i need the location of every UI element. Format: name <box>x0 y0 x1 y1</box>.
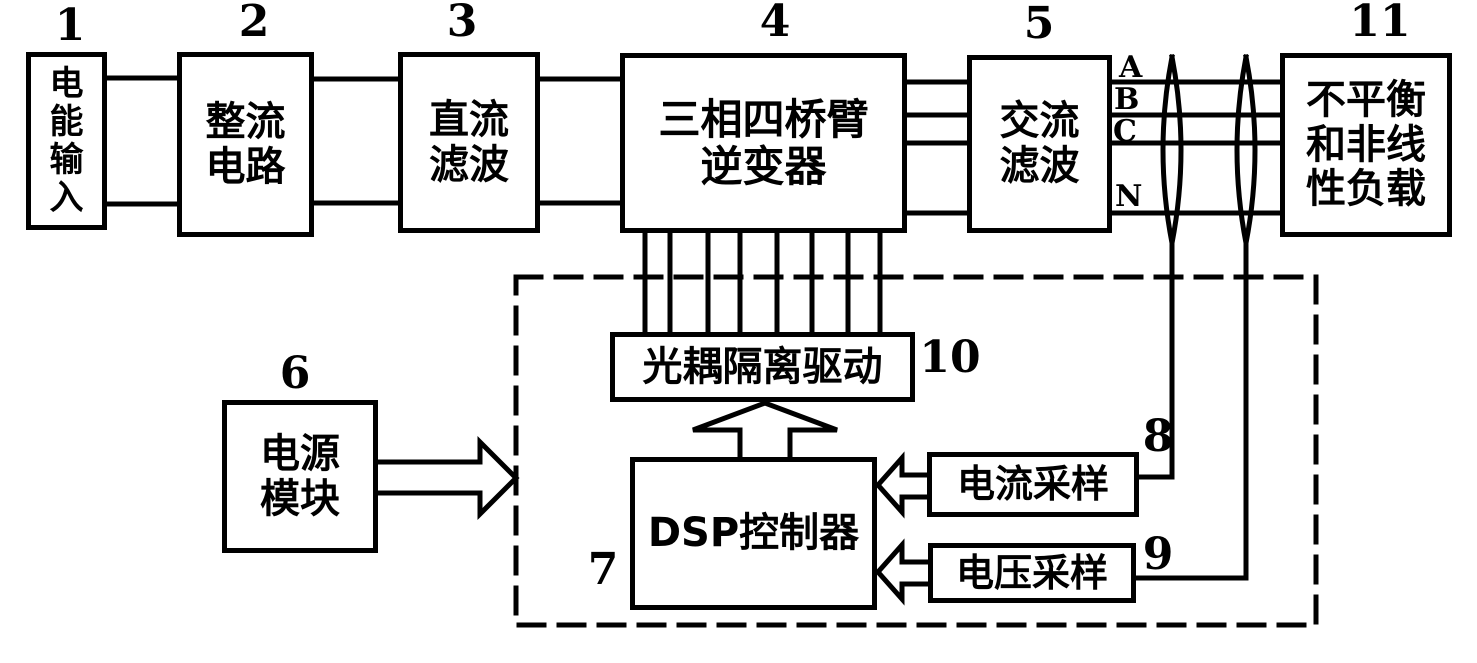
block-current-sampling-label: 电流采样 <box>956 462 1109 507</box>
phase-c-label: C <box>1113 114 1137 149</box>
ac-bus-wires <box>904 79 1283 216</box>
numeral-power-input: 1 <box>54 0 86 51</box>
block-dc-filter: 直流滤波 <box>398 52 540 233</box>
numeral-opto-driver: 10 <box>919 332 981 383</box>
numeral-rectifier: 2 <box>238 0 270 47</box>
gate-drive-arrow <box>692 400 838 462</box>
phase-a-label: A <box>1119 50 1143 85</box>
block-opto-driver: 光耦隔离驱动 <box>610 332 915 402</box>
block-voltage-sampling: 电压采样 <box>928 543 1136 603</box>
block-dc-filter-label: 直流滤波 <box>429 96 509 188</box>
block-rectifier: 整流电路 <box>177 52 314 237</box>
control-boundary-box <box>513 274 1319 628</box>
block-dsp-controller: DSP控制器 <box>630 457 877 610</box>
dc-bus-wires <box>104 75 623 207</box>
block-load-label: 不平衡和非线性负载 <box>1306 76 1426 213</box>
block-power-module-label: 电源模块 <box>260 430 340 522</box>
block-power-input: 电能输入 <box>26 52 107 230</box>
block-opto-driver-label: 光耦隔离驱动 <box>642 343 883 390</box>
block-rectifier-label: 整流电路 <box>205 98 286 190</box>
power-supply-arrow <box>377 435 520 521</box>
phase-b-label: B <box>1114 82 1140 117</box>
block-power-module: 电源模块 <box>222 400 378 553</box>
current-sense-wire <box>1135 240 1175 480</box>
block-ac-filter: 交流滤波 <box>967 55 1112 233</box>
numeral-inverter: 4 <box>759 0 791 47</box>
numeral-power-module: 6 <box>279 348 311 399</box>
block-voltage-sampling-label: 电压采样 <box>955 550 1108 595</box>
numeral-voltage-sampling: 9 <box>1142 529 1174 580</box>
neutral-label: N <box>1115 179 1143 214</box>
block-inverter-label: 三相四桥臂逆变器 <box>658 94 869 191</box>
block-ac-filter-label: 交流滤波 <box>999 98 1080 189</box>
block-current-sampling: 电流采样 <box>927 452 1139 517</box>
block-dsp-controller-label: DSP控制器 <box>647 510 860 557</box>
voltage-feedback-arrow <box>874 538 930 606</box>
gate-drive-wires <box>642 230 883 335</box>
numeral-dsp-controller: 7 <box>587 544 619 595</box>
block-load: 不平衡和非线性负载 <box>1280 53 1452 237</box>
numeral-ac-filter: 5 <box>1023 0 1055 49</box>
current-feedback-arrow <box>874 451 930 519</box>
voltage-sense-wire <box>1134 240 1249 581</box>
block-power-input-label: 电能输入 <box>49 63 84 219</box>
numeral-dc-filter: 3 <box>446 0 478 47</box>
block-inverter: 三相四桥臂逆变器 <box>620 53 907 233</box>
numeral-current-sampling: 8 <box>1142 411 1174 462</box>
numeral-load: 11 <box>1349 0 1411 47</box>
